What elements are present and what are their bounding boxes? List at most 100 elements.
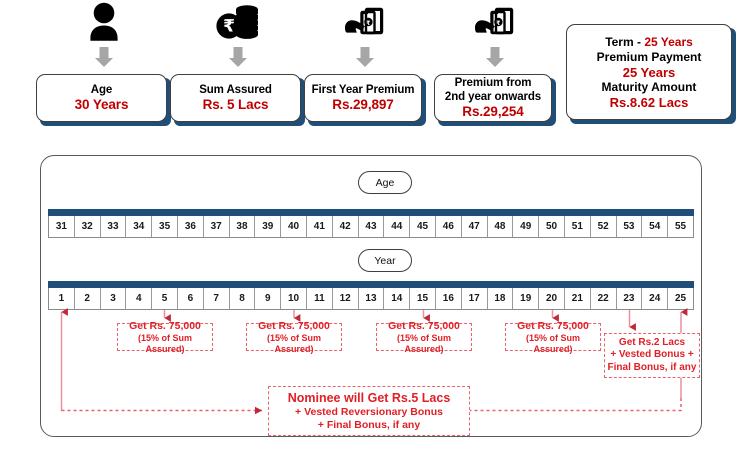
year-cell-25[interactable]: 25: [668, 288, 693, 309]
year-cell-18[interactable]: 18: [487, 288, 514, 309]
card-sum-assured-box[interactable]: Sum Assured Rs. 5 Lacs: [170, 74, 301, 122]
year-cell-1[interactable]: 1: [49, 288, 75, 309]
age-cell-35[interactable]: 35: [152, 216, 178, 237]
payout-box-year-5[interactable]: Get Rs. 75,000 (15% of Sum Assured): [117, 320, 213, 354]
year-cell-15[interactable]: 15: [410, 288, 436, 309]
card-first-year-premium-label: First Year Premium: [311, 84, 415, 96]
payout-box-year-20[interactable]: Get Rs. 75,000 (15% of Sum Assured): [505, 319, 601, 354]
payout-note: (15% of Sum Assured): [396, 332, 451, 354]
age-cell-38[interactable]: 38: [229, 216, 256, 237]
year-pill-label: Year: [374, 254, 396, 267]
year-cell-3[interactable]: 3: [100, 288, 127, 309]
year-cell-10[interactable]: 10: [281, 288, 307, 309]
age-cell-44[interactable]: 44: [384, 216, 411, 237]
age-cell-51[interactable]: 51: [564, 216, 591, 237]
year-cell-17[interactable]: 17: [461, 288, 488, 309]
year-cell-20[interactable]: 20: [539, 288, 565, 309]
age-cell-37[interactable]: 37: [203, 216, 230, 237]
age-cell-50[interactable]: 50: [539, 216, 565, 237]
nominee-line-1: Nominee will Get Rs.5 Lacs: [287, 390, 451, 405]
year-row-bar: [48, 281, 694, 288]
nominee-line-3: + Final Bonus, if any: [317, 418, 421, 431]
year-cell-9[interactable]: 9: [255, 288, 282, 309]
year-cell-7[interactable]: 7: [203, 288, 230, 309]
year-cell-16[interactable]: 16: [435, 288, 462, 309]
year-cell-14[interactable]: 14: [384, 288, 411, 309]
year-cell-21[interactable]: 21: [564, 288, 591, 309]
year-cell-22[interactable]: 22: [590, 288, 617, 309]
age-row-bar: [48, 209, 694, 216]
payout-box-year-10[interactable]: Get Rs. 75,000 (15% of Sum Assured): [246, 320, 342, 354]
age-cell-47[interactable]: 47: [461, 216, 488, 237]
year-cell-6[interactable]: 6: [177, 288, 204, 309]
age-cell-34[interactable]: 34: [126, 216, 153, 237]
age-cell-53[interactable]: 53: [616, 216, 643, 237]
age-cell-43[interactable]: 43: [358, 216, 385, 237]
card-age-label: Age: [90, 84, 113, 96]
age-cell-46[interactable]: 46: [435, 216, 462, 237]
age-cell-48[interactable]: 48: [487, 216, 514, 237]
hand-cash-icon: ₹: [434, 0, 556, 46]
card-renewal-premium-label2: 2nd year onwards: [444, 91, 542, 103]
payout-amount: Get Rs. 75,000: [388, 319, 460, 332]
age-cell-40[interactable]: 40: [281, 216, 307, 237]
age-cell-55[interactable]: 55: [668, 216, 693, 237]
term-label: Term -: [605, 34, 645, 49]
maturity-line-2: + Vested Bonus +: [610, 349, 694, 361]
svg-text:₹: ₹: [366, 20, 370, 27]
age-cell-41[interactable]: 41: [306, 216, 333, 237]
hand-cash-icon: ₹: [304, 0, 426, 46]
year-cell-12[interactable]: 12: [332, 288, 359, 309]
age-cell-33[interactable]: 33: [100, 216, 127, 237]
nominee-line-2: + Vested Reversionary Bonus: [295, 405, 443, 418]
age-cell-52[interactable]: 52: [590, 216, 617, 237]
age-cell-36[interactable]: 36: [177, 216, 204, 237]
year-cell-5[interactable]: 5: [152, 288, 178, 309]
svg-text:₹: ₹: [223, 17, 235, 37]
age-cell-54[interactable]: 54: [642, 216, 669, 237]
maturity-amount-label: Maturity Amount: [601, 79, 697, 94]
year-cell-19[interactable]: 19: [513, 288, 540, 309]
year-cell-23[interactable]: 23: [616, 288, 643, 309]
card-age-value: 30 Years: [74, 97, 129, 112]
age-cell-39[interactable]: 39: [255, 216, 282, 237]
card-term-maturity-box[interactable]: Term - 25 Years Premium Payment 25 Years…: [566, 24, 732, 120]
payout-amount: Get Rs. 75,000: [517, 319, 589, 332]
rupee-coins-icon: ₹: [170, 0, 305, 46]
payout-note: (15% of Sum Assured): [525, 332, 580, 354]
card-first-year-premium-box[interactable]: First Year Premium Rs.29,897: [304, 74, 422, 122]
age-cell-31[interactable]: 31: [49, 216, 75, 237]
term-value: 25 Years: [644, 34, 693, 49]
premium-payment-label: Premium Payment: [596, 49, 702, 64]
nominee-payout-box[interactable]: Nominee will Get Rs.5 Lacs + Vested Reve…: [268, 386, 470, 436]
year-cell-4[interactable]: 4: [126, 288, 153, 309]
term-line: Term - 25 Years: [605, 35, 693, 50]
card-first-year-premium-value: Rs.29,897: [332, 97, 394, 112]
year-cell-8[interactable]: 8: [229, 288, 256, 309]
card-age-box[interactable]: Age 30 Years: [36, 74, 167, 122]
card-renewal-premium-value: Rs.29,254: [462, 104, 524, 119]
payout-note: (15% of Sum Assured): [266, 332, 321, 354]
year-cell-13[interactable]: 13: [358, 288, 385, 309]
year-cell-24[interactable]: 24: [642, 288, 669, 309]
age-cell-49[interactable]: 49: [513, 216, 540, 237]
premium-payment-value: 25 Years: [622, 64, 676, 80]
payout-box-year-15[interactable]: Get Rs. 75,000 (15% of Sum Assured): [376, 319, 472, 354]
maturity-line-3: Final Bonus, if any: [607, 361, 697, 373]
maturity-line-1: Get Rs.2 Lacs: [618, 336, 686, 348]
age-cell-42[interactable]: 42: [332, 216, 359, 237]
age-cell-32[interactable]: 32: [74, 216, 101, 237]
age-pill-label: Age: [375, 176, 395, 189]
age-pill: Age: [358, 171, 412, 194]
age-cell-45[interactable]: 45: [410, 216, 436, 237]
card-renewal-premium-box[interactable]: Premium from 2nd year onwards Rs.29,254: [434, 74, 552, 122]
maturity-payout-box[interactable]: Get Rs.2 Lacs + Vested Bonus + Final Bon…: [604, 333, 700, 378]
person-icon: [36, 0, 171, 46]
year-cell-11[interactable]: 11: [306, 288, 333, 309]
year-cell-2[interactable]: 2: [74, 288, 101, 309]
